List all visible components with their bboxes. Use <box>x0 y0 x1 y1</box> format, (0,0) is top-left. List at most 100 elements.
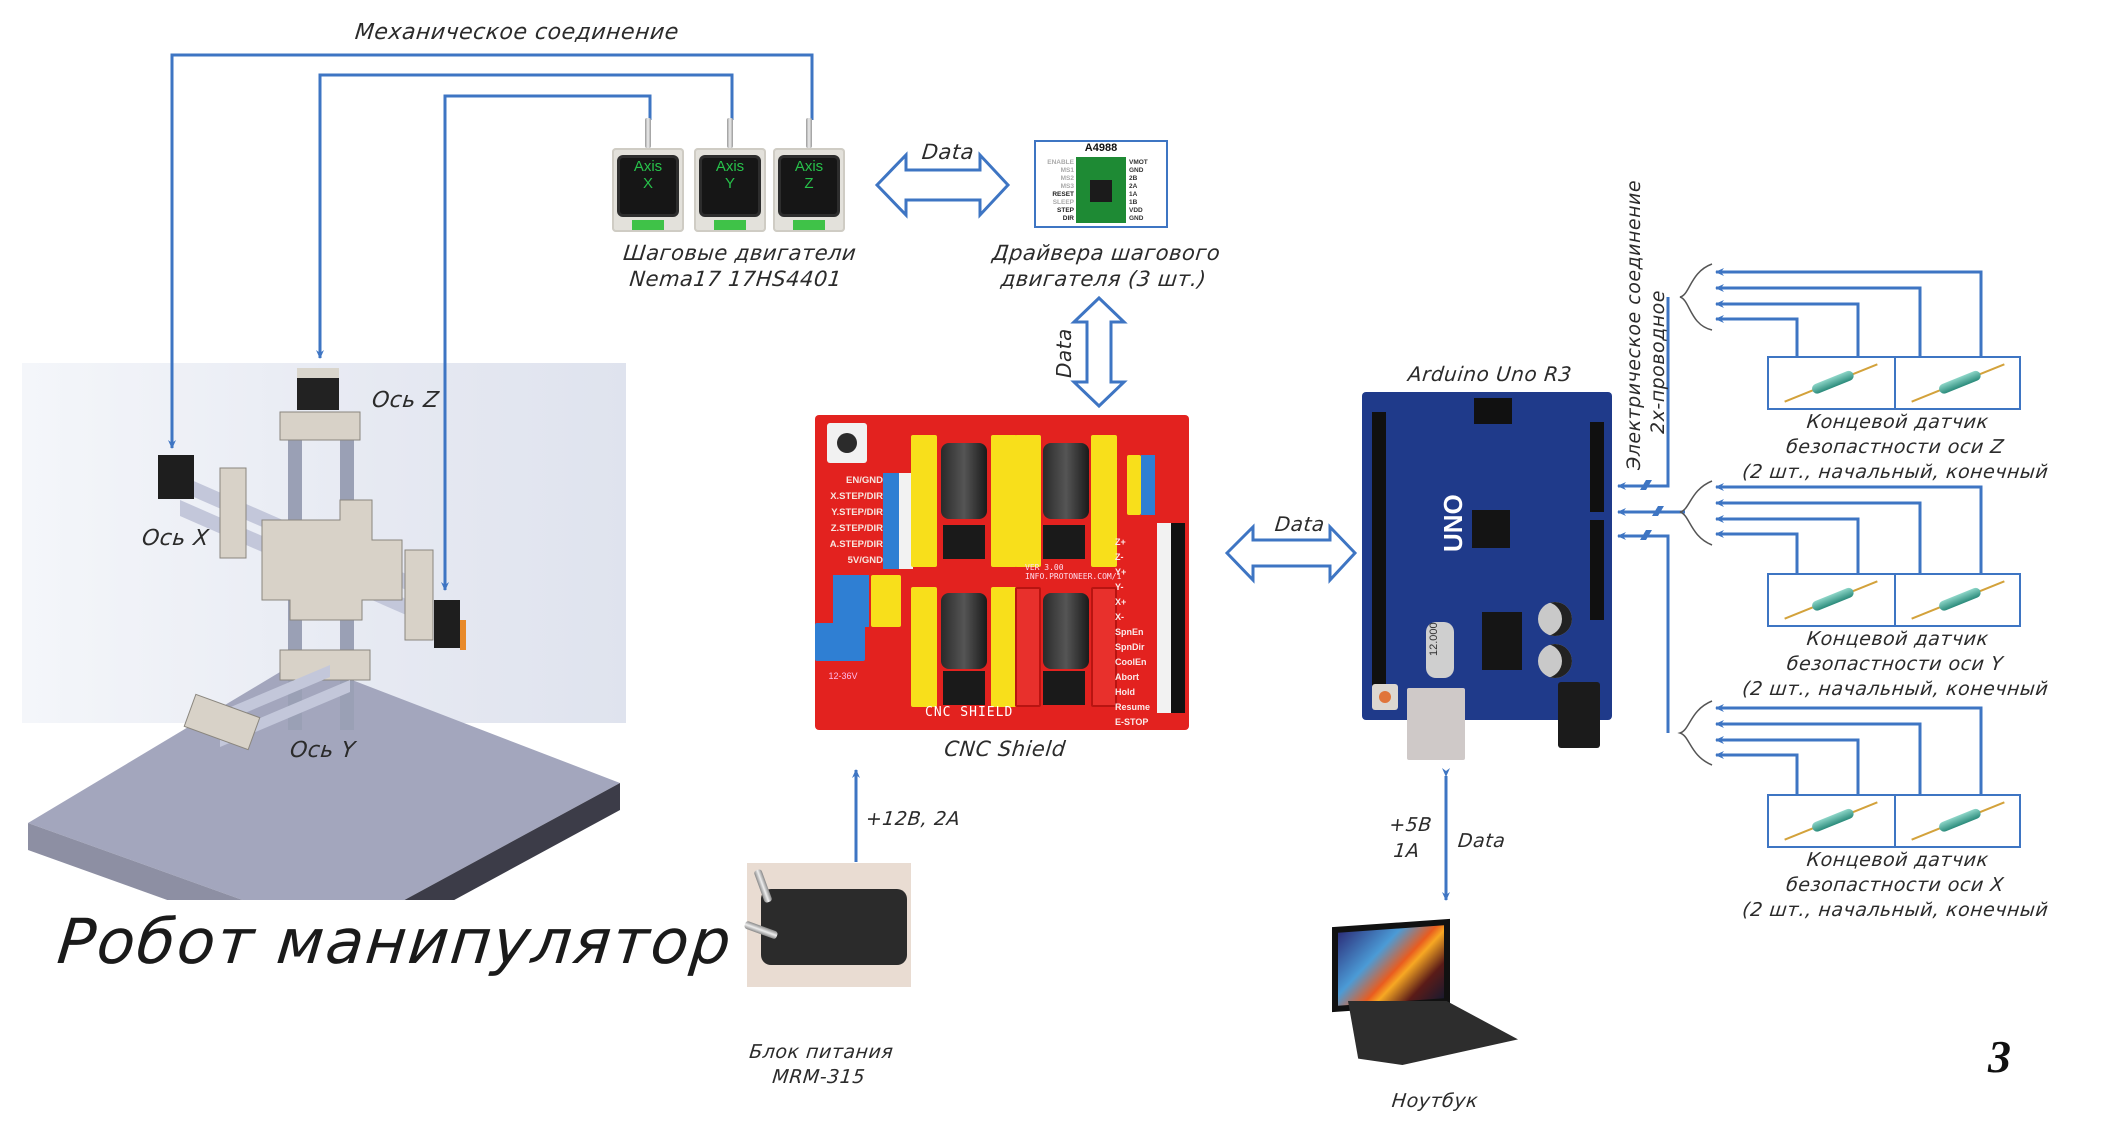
psu-body <box>761 889 907 965</box>
caption-line: Электрическое соединение <box>1623 179 1645 470</box>
atmega-chip <box>1472 510 1510 548</box>
cnc-blue-pins <box>883 473 899 569</box>
cnc-i2c-yellow <box>1127 455 1141 515</box>
arduino-reset-button <box>1372 684 1398 710</box>
mech-line-z-motor-to-x-axis <box>168 53 814 449</box>
driver-socket <box>1091 435 1117 567</box>
laptop-photo <box>1330 915 1530 1065</box>
capacitor <box>1043 443 1089 519</box>
wire-break-marks <box>1640 480 1664 540</box>
mech-line-x-motor-to-y-axis <box>441 94 652 591</box>
driver-socket <box>1015 435 1041 567</box>
robot-manipulator-illustration <box>28 368 620 900</box>
capacitor <box>941 443 987 519</box>
digital-header <box>1372 412 1386 702</box>
reed-switch-start <box>1769 796 1894 846</box>
caption-line: (2 шт., начальный, конечный <box>1741 461 2050 483</box>
caption-line: (2 шт., начальный, конечный <box>1741 678 2050 700</box>
driver-socket <box>991 435 1017 567</box>
caption-line: MRM-315 <box>771 1066 867 1088</box>
caption-line: Драйвера шагового <box>991 241 1222 265</box>
data-label-drivers-cnc: Data <box>1052 328 1076 378</box>
caption-line: 2х-проводное <box>1647 290 1669 434</box>
laptop-keyboard-base <box>1348 1001 1518 1065</box>
microstep-jumpers <box>1043 525 1085 559</box>
cnc-jumper-blue <box>833 575 869 627</box>
caption-line: безопастности оси Z <box>1785 436 2006 458</box>
crystal-oscillator <box>1426 622 1454 678</box>
caption-line: Концевой датчик <box>1805 628 1990 650</box>
crystal-value: 12.000 <box>1428 622 1440 656</box>
microstep-jumpers <box>943 671 985 705</box>
limit-sensor-y-pair <box>1767 573 2021 627</box>
motor-axis-letter: Z <box>804 175 814 192</box>
reed-switch-end <box>1894 358 2021 408</box>
caption-line: безопастности оси Y <box>1785 653 2005 675</box>
cnc-endstop-black-pins <box>1171 523 1185 713</box>
power-header <box>1590 520 1604 620</box>
driver-socket <box>991 587 1017 707</box>
caption-line: Шаговые двигатели <box>622 241 858 265</box>
uno-logo: UNO <box>1438 494 1468 552</box>
limit-sensor-x-caption: Концевой датчик безопастности оси X (2 ш… <box>1741 848 2049 923</box>
icsp-header <box>1474 398 1512 424</box>
data-label-laptop: Data <box>1456 830 1507 852</box>
reed-switch-end <box>1894 575 2021 625</box>
base-plate-front-right <box>404 783 620 900</box>
stepper-motors-caption: Шаговые двигатели Nema17 17HS4401 <box>619 240 858 292</box>
data-arrow-cnc-arduino <box>1224 523 1358 584</box>
driver-title: A4988 <box>1084 142 1118 154</box>
driver-socket <box>911 435 937 567</box>
arduino-caption: Arduino Uno R3 <box>1406 362 1574 386</box>
usb-chip <box>1482 612 1522 670</box>
data-arrow-motors-drivers <box>874 151 1011 219</box>
z-motor-mount <box>279 411 361 441</box>
cnc-reset-button <box>827 423 867 463</box>
dc-power-jack <box>1558 682 1600 748</box>
microstep-jumpers <box>943 525 985 559</box>
usb-power-label: +5В 1А <box>1385 812 1434 864</box>
psu-prong <box>753 868 773 904</box>
data-label-cnc-arduino: Data <box>1273 512 1327 536</box>
power-supply-photo <box>743 863 911 987</box>
base-plate-front-left <box>28 823 243 900</box>
caption-line: безопастности оси X <box>1785 874 2006 896</box>
microstep-jumpers <box>1043 671 1085 705</box>
motor-connector <box>632 220 664 230</box>
cnc-i2c-blue <box>1141 455 1155 515</box>
caption-line: +5В <box>1388 814 1434 836</box>
motor-shaft <box>806 118 812 148</box>
electrolytic-capacitor <box>1538 602 1572 636</box>
laptop-caption: Ноутбук <box>1390 1090 1480 1112</box>
motor-shaft <box>645 118 651 148</box>
usb-b-port <box>1407 688 1465 760</box>
sensor-braces <box>1677 263 1713 766</box>
motor-connector <box>714 220 746 230</box>
cnc-power-terminal <box>815 623 865 661</box>
motor-axis-letter: Y <box>724 175 735 192</box>
caption-line: Концевой датчик <box>1805 849 1990 871</box>
driver-socket <box>1015 587 1041 707</box>
power-rating-label: +12В, 2А <box>864 808 962 830</box>
limit-sensor-z-caption: Концевой датчик безопастности оси Z (2 ш… <box>1741 410 2049 485</box>
driver-caption: Драйвера шагового двигателя (3 шт.) <box>987 240 1222 292</box>
caption-line: Nema17 17HS4401 <box>628 267 843 291</box>
reed-switch-start <box>1769 575 1894 625</box>
cnc-white-pins <box>899 473 913 569</box>
motor-axis-word: Axis <box>715 158 745 175</box>
motor-axis-letter: X <box>642 175 653 192</box>
motor-axis-word: Axis <box>633 158 663 175</box>
cnc-voltage: 12-36V <box>828 671 858 681</box>
psu-caption: Блок питания MRM-315 <box>737 1040 902 1090</box>
motor-connector <box>793 220 825 230</box>
electrolytic-capacitor <box>1538 644 1572 678</box>
base-plate-top <box>28 660 620 900</box>
